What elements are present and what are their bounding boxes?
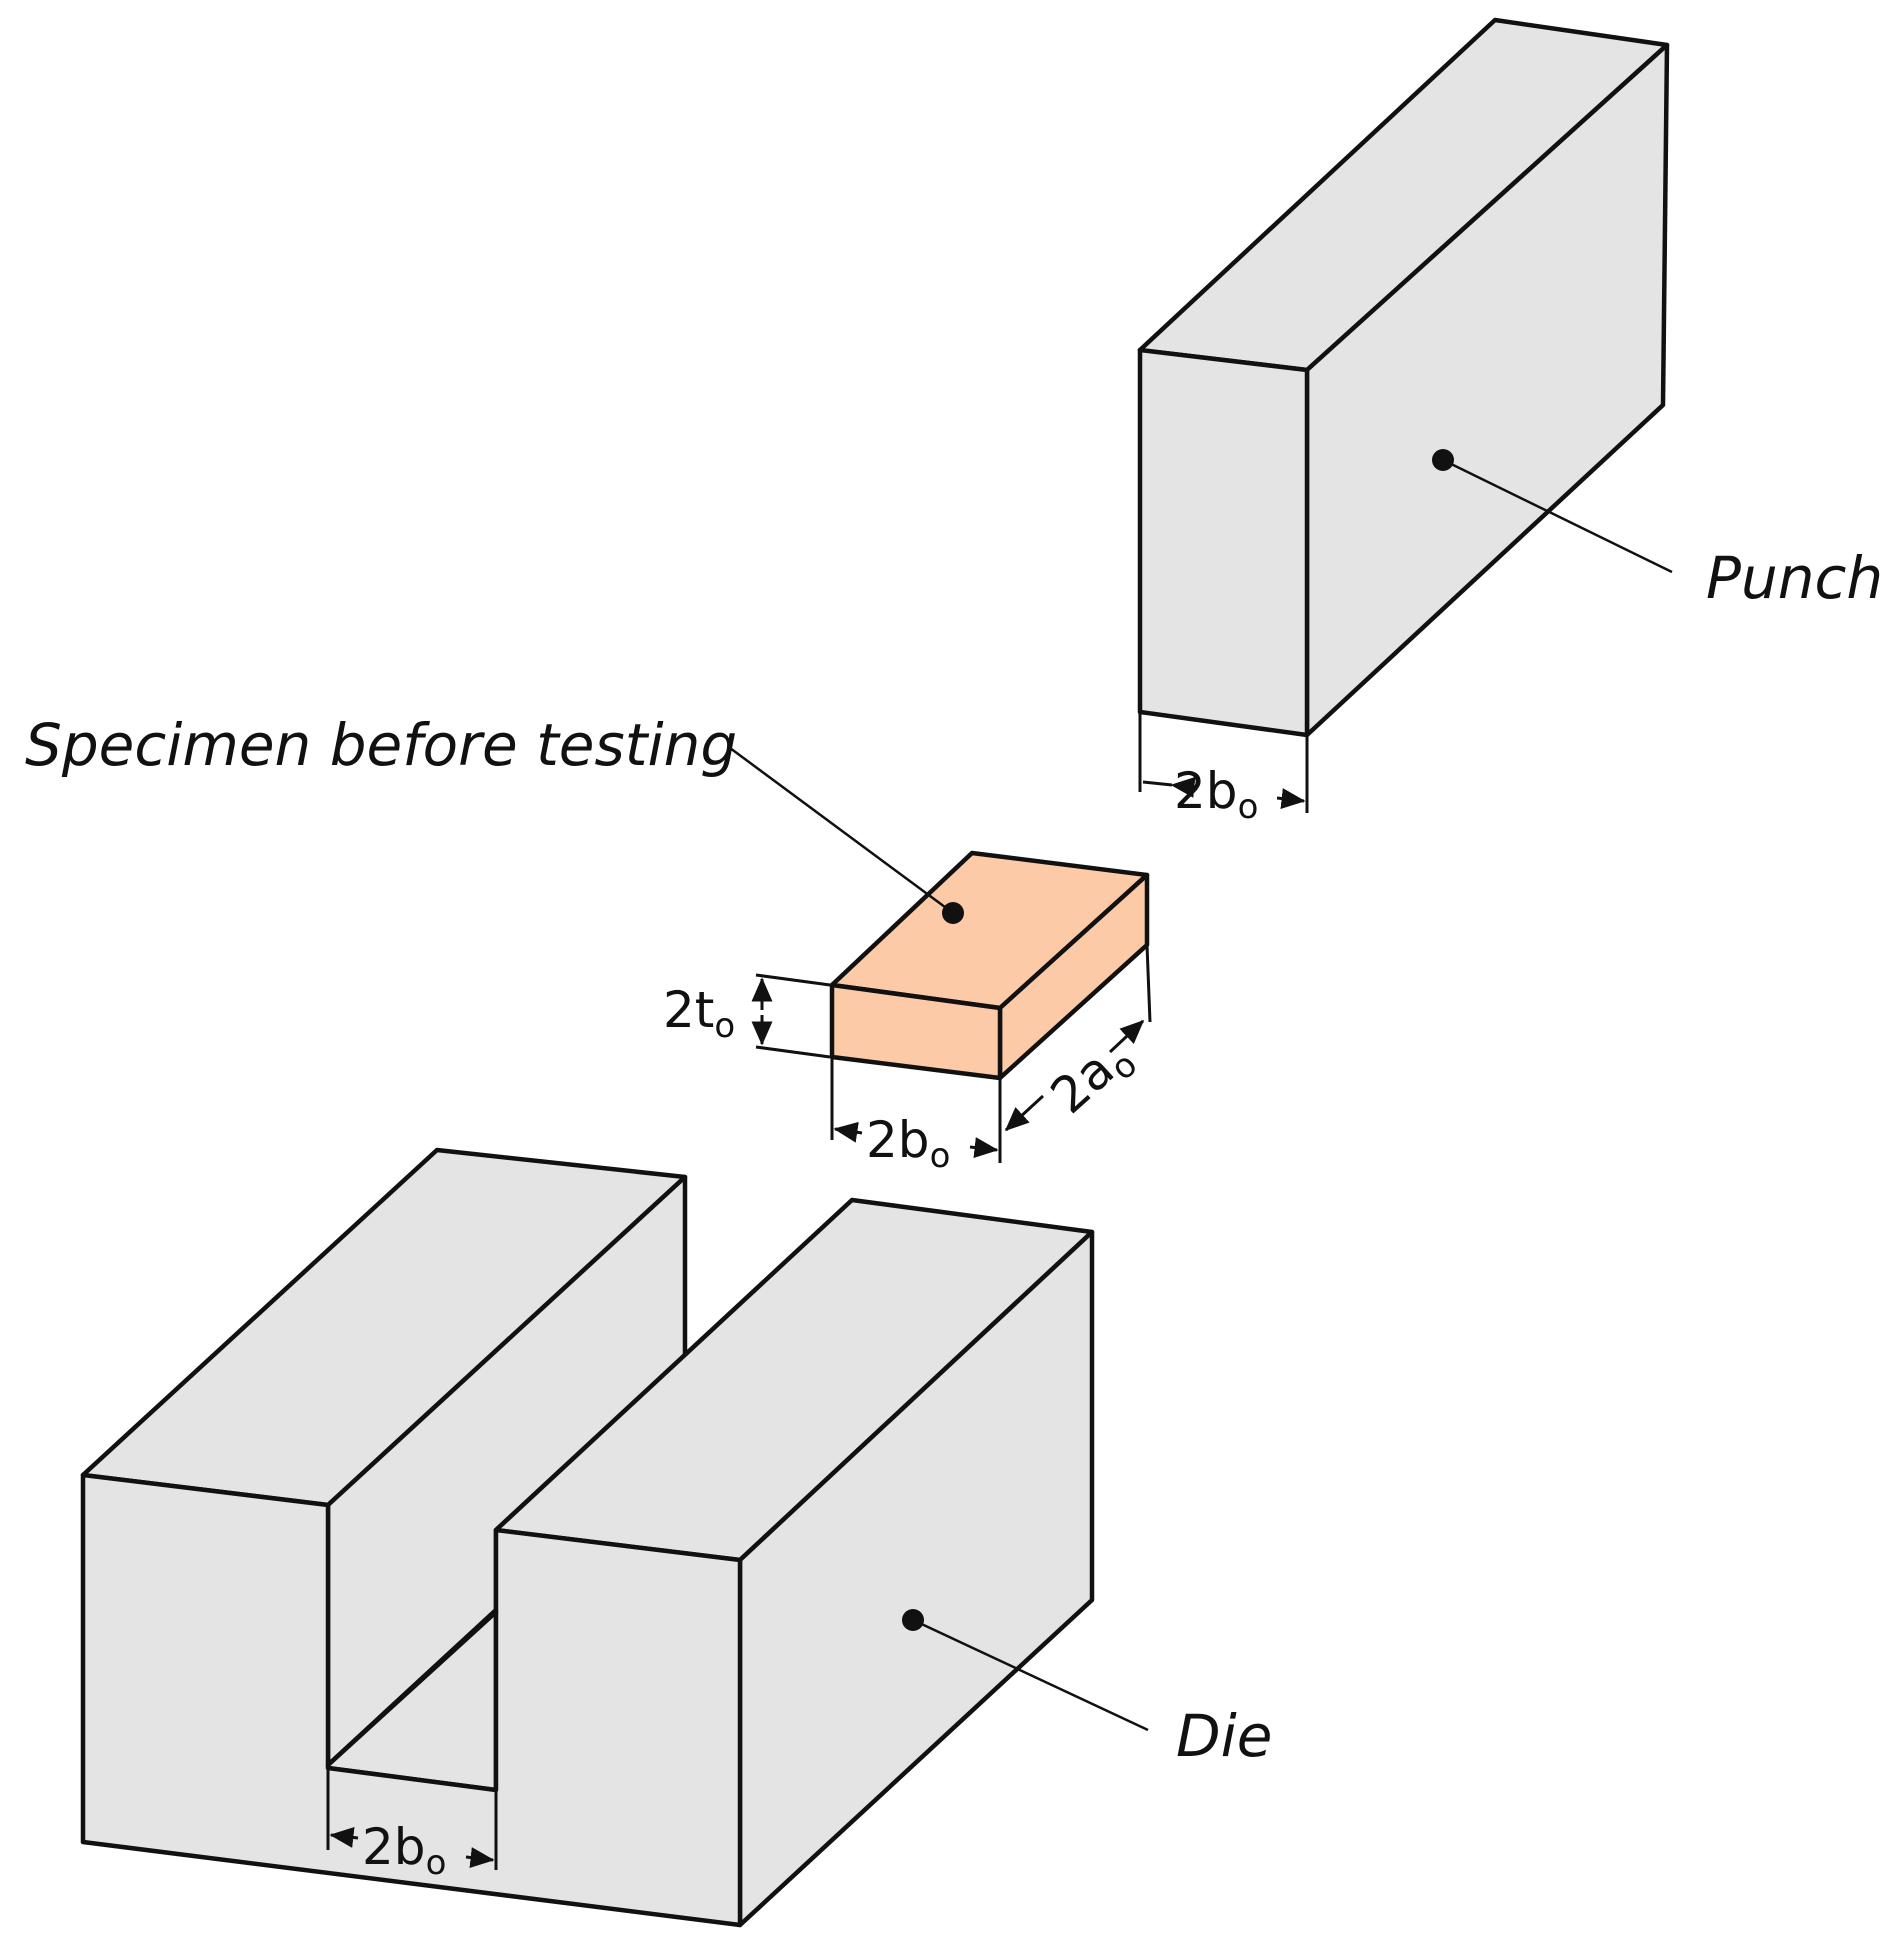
die-front-face: [80, 1472, 743, 1928]
die-callout: Die: [902, 1609, 1272, 1770]
specimen-length-label: 2ao: [1040, 1026, 1145, 1130]
die-block: [80, 1147, 1095, 1928]
specimen-thickness-dimension: 2to: [663, 973, 831, 1059]
die-label: Die: [1176, 1702, 1272, 1770]
punch-label: Punch: [1706, 544, 1883, 612]
punch-callout: Punch: [1432, 449, 1883, 612]
specimen-label: Specimen before testing: [25, 711, 737, 779]
specimen-thickness-label: 2to: [663, 981, 735, 1046]
die-gap-label: 2bo: [362, 1818, 446, 1883]
specimen-callout: Specimen before testing: [25, 711, 964, 924]
punch-width-label: 2bo: [1174, 762, 1258, 827]
die-slot-floor-edge: [325, 1609, 499, 1768]
punch-front-face: [1137, 347, 1310, 738]
specimen-width-label: 2bo: [866, 1111, 950, 1176]
punch-width-dimension: 2bo: [1138, 712, 1309, 827]
specimen-block: [829, 850, 1150, 1081]
specimen-width-dimension: 2bo: [830, 1057, 1002, 1176]
punch-block: [1137, 17, 1670, 738]
die-gap-dimension: 2bo: [326, 1768, 498, 1883]
